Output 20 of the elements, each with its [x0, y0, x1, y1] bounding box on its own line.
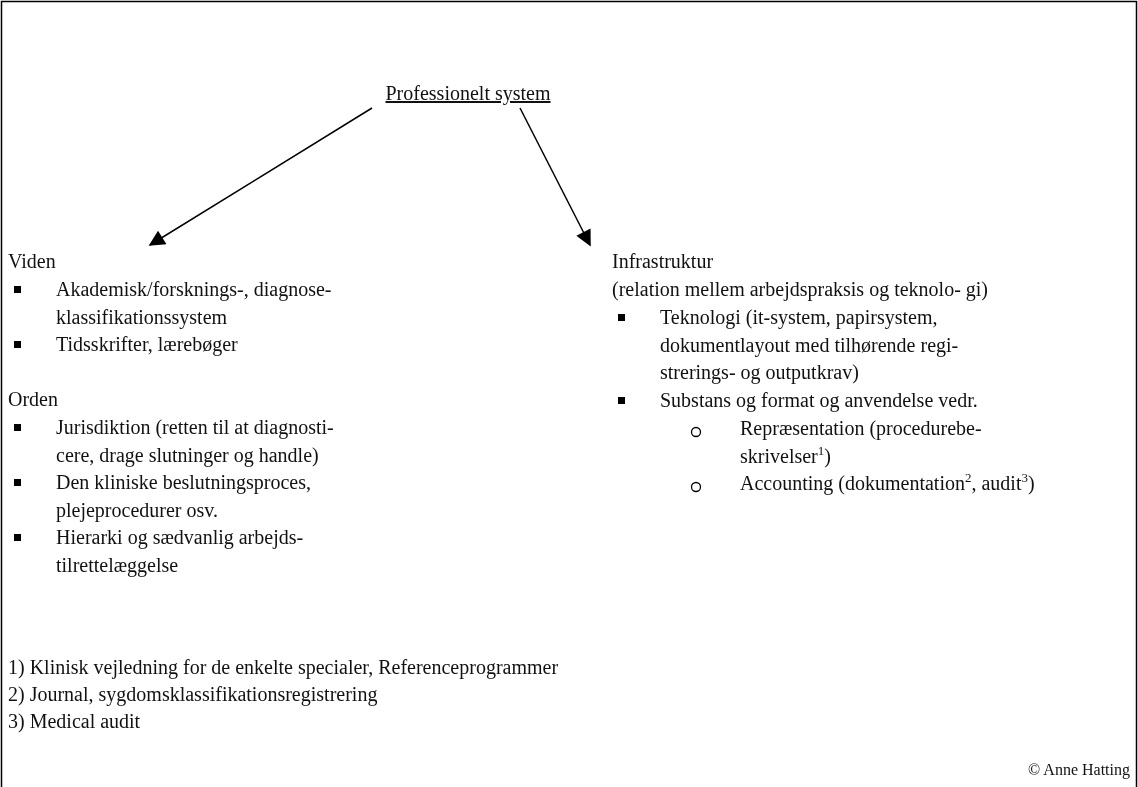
list-item: Substans og format og anvendelse vedr.	[660, 388, 979, 414]
footnote: 2) Journal, sygdomsklassifikationsregistrering	[8, 682, 379, 708]
footnote: 1) Klinisk vejledning for de enkelte specialer, Referenceprogrammer	[8, 655, 560, 681]
list-item: Jurisdiktion (retten til at diagnosti- cere, drage slutninger og handle)	[56, 415, 335, 469]
list-item: Teknologi (it-system, papirsystem, dokumentlayout med tilhørende regi- strerings- og outputkrav)	[660, 305, 960, 386]
arrow	[519, 107, 591, 247]
note-text: (relation mellem arbejdspraksis og teknolo- gi)	[612, 277, 989, 303]
list-item: Hierarki og sædvanlig arbejds- tilrettelæggelse	[56, 525, 305, 579]
arrow	[148, 107, 373, 246]
title-text: Professionelt system	[385, 82, 551, 104]
list-item: Accounting (dokumentation$^{2}$, audit$^{3}$)	[740, 470, 1036, 497]
section-heading: Infrastruktur	[612, 250, 714, 272]
section-heading: Orden	[8, 387, 59, 412]
list-item: Den kliniske beslutningsproces, plejeprocedurer osv.	[56, 470, 312, 524]
list-item: Tidsskrifter, lærebøger	[56, 332, 239, 358]
list-item: Akademisk/forsknings-, diagnose- klassifikationssystem	[56, 277, 333, 331]
list-item: Repræsentation (procedurebe- skrivelser$^{1}$)	[740, 416, 983, 470]
copyright-text: © Anne Hatting	[1027, 760, 1130, 781]
footnote: 3) Medical audit	[8, 709, 142, 734]
section-heading: Viden	[8, 250, 56, 272]
